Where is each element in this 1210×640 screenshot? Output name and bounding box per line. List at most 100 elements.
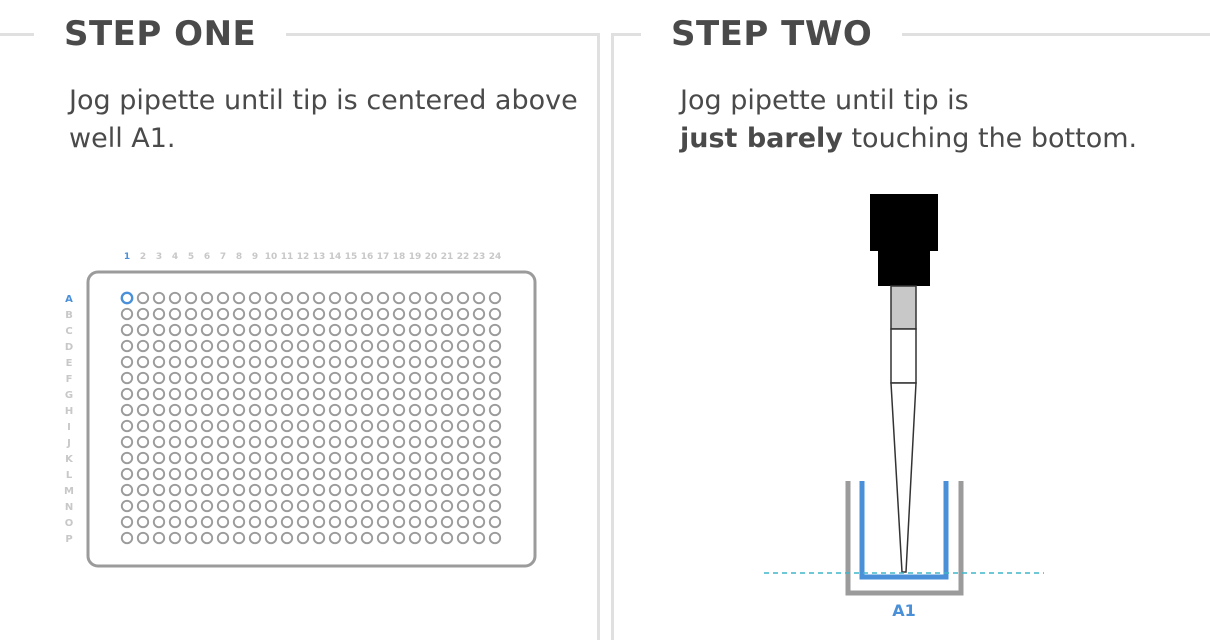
well-I21 xyxy=(440,419,454,433)
well-O24 xyxy=(488,515,502,529)
well-N15 xyxy=(344,499,358,513)
row-label-H: H xyxy=(65,406,73,417)
well-B23 xyxy=(472,307,486,321)
well-J12 xyxy=(296,435,310,449)
well-F5 xyxy=(184,371,198,385)
well-C18 xyxy=(392,323,406,337)
well-M18 xyxy=(392,483,406,497)
well-F13 xyxy=(312,371,326,385)
well-G20 xyxy=(424,387,438,401)
well-O10 xyxy=(264,515,278,529)
well-F4 xyxy=(168,371,182,385)
well-O23 xyxy=(472,515,486,529)
well-J5 xyxy=(184,435,198,449)
well-K15 xyxy=(344,451,358,465)
well-K2 xyxy=(136,451,150,465)
well-E10 xyxy=(264,355,278,369)
well-N19 xyxy=(408,499,422,513)
well-J18 xyxy=(392,435,406,449)
well-C6 xyxy=(200,323,214,337)
well-F7 xyxy=(216,371,230,385)
row-label-A: A xyxy=(65,294,73,305)
well-E12 xyxy=(296,355,310,369)
well-O2 xyxy=(136,515,150,529)
row-label-I: I xyxy=(67,422,71,433)
well-H20 xyxy=(424,403,438,417)
well-J7 xyxy=(216,435,230,449)
well-I15 xyxy=(344,419,358,433)
column-label-8: 8 xyxy=(236,252,242,262)
well-K9 xyxy=(248,451,262,465)
well-C23 xyxy=(472,323,486,337)
well-E21 xyxy=(440,355,454,369)
well-N18 xyxy=(392,499,406,513)
well-I10 xyxy=(264,419,278,433)
well-E15 xyxy=(344,355,358,369)
well-B4 xyxy=(168,307,182,321)
column-label-15: 15 xyxy=(345,252,358,262)
row-label-P: P xyxy=(65,534,72,545)
well-C4 xyxy=(168,323,182,337)
well-L14 xyxy=(328,467,342,481)
well-M10 xyxy=(264,483,278,497)
well-F19 xyxy=(408,371,422,385)
row-label-F: F xyxy=(66,374,73,385)
well-C20 xyxy=(424,323,438,337)
well-D2 xyxy=(136,339,150,353)
well-O14 xyxy=(328,515,342,529)
well-F20 xyxy=(424,371,438,385)
well-H2 xyxy=(136,403,150,417)
well-D19 xyxy=(408,339,422,353)
well-D4 xyxy=(168,339,182,353)
well-E1 xyxy=(120,355,134,369)
well-H23 xyxy=(472,403,486,417)
column-label-19: 19 xyxy=(409,252,422,262)
well-B1 xyxy=(120,307,134,321)
well-I2 xyxy=(136,419,150,433)
well-F15 xyxy=(344,371,358,385)
well-D22 xyxy=(456,339,470,353)
well-O6 xyxy=(200,515,214,529)
well-L24 xyxy=(488,467,502,481)
well-N3 xyxy=(152,499,166,513)
column-label-11: 11 xyxy=(281,252,294,262)
well-B20 xyxy=(424,307,438,321)
well-P24 xyxy=(488,531,502,545)
well-G22 xyxy=(456,387,470,401)
well-D20 xyxy=(424,339,438,353)
well-C16 xyxy=(360,323,374,337)
well-C2 xyxy=(136,323,150,337)
well-L13 xyxy=(312,467,326,481)
well-D11 xyxy=(280,339,294,353)
well-F11 xyxy=(280,371,294,385)
well-E18 xyxy=(392,355,406,369)
well-D13 xyxy=(312,339,326,353)
well-L8 xyxy=(232,467,246,481)
well-F9 xyxy=(248,371,262,385)
well-B8 xyxy=(232,307,246,321)
well-M13 xyxy=(312,483,326,497)
well-B2 xyxy=(136,307,150,321)
well-K20 xyxy=(424,451,438,465)
well-A22 xyxy=(456,291,470,305)
well-E17 xyxy=(376,355,390,369)
well-A6 xyxy=(200,291,214,305)
well-I23 xyxy=(472,419,486,433)
well-G6 xyxy=(200,387,214,401)
well-J3 xyxy=(152,435,166,449)
well-C7 xyxy=(216,323,230,337)
well-I4 xyxy=(168,419,182,433)
well-B7 xyxy=(216,307,230,321)
well-G9 xyxy=(248,387,262,401)
well-A10 xyxy=(264,291,278,305)
well-B16 xyxy=(360,307,374,321)
well-I1 xyxy=(120,419,134,433)
well-I17 xyxy=(376,419,390,433)
well-O12 xyxy=(296,515,310,529)
well-B9 xyxy=(248,307,262,321)
column-label-3: 3 xyxy=(156,252,162,262)
well-F3 xyxy=(152,371,166,385)
well-I9 xyxy=(248,419,262,433)
